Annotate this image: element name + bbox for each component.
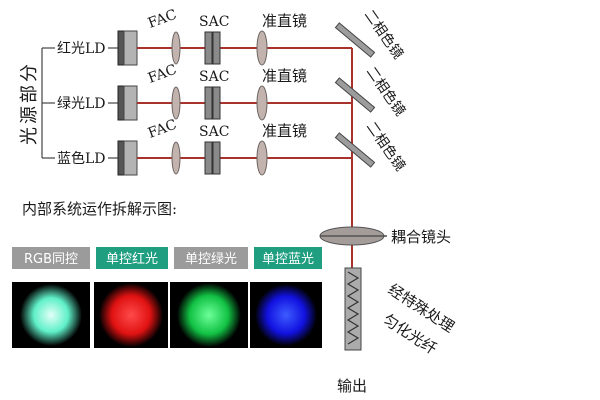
- source-section-label: 光源部分: [19, 61, 40, 145]
- output-photo-blue: [250, 282, 322, 348]
- svg-text:单控红光: 单控红光: [106, 251, 158, 267]
- laser-label: 绿光LD: [57, 96, 106, 112]
- laser-row-green: 绿光LD FAC SAC 准直镜 二相色镜: [42, 62, 409, 121]
- svg-text:单控绿光: 单控绿光: [185, 252, 237, 267]
- sac-label: SAC: [199, 124, 229, 140]
- output-photo-red: [94, 282, 168, 348]
- output-photo-rgb: [12, 282, 90, 348]
- mode-chip-blue: 单控蓝光: [254, 247, 322, 269]
- mode-chip-rgb: RGB同控: [12, 247, 90, 269]
- svg-text:单控蓝光: 单控蓝光: [262, 252, 314, 267]
- collimator-label: 准直镜: [262, 67, 307, 85]
- coupling-lens-label: 耦合镜头: [391, 228, 451, 246]
- laser-label: 蓝色LD: [57, 150, 106, 167]
- fac-lens: [171, 141, 181, 175]
- fac-lens: [171, 86, 181, 120]
- sac-lens: [204, 31, 221, 65]
- fac-label: FAC: [146, 7, 179, 32]
- laser-label: 红光LD: [57, 41, 106, 57]
- fac-label: FAC: [146, 62, 179, 87]
- collimator-lens: [256, 30, 268, 66]
- mode-chip-green: 单控绿光: [174, 247, 248, 269]
- dichroic-mirror: [334, 22, 376, 58]
- fac-label: FAC: [146, 117, 179, 142]
- laser-diode-icon: [117, 30, 138, 66]
- sac-label: SAC: [199, 69, 229, 85]
- homogenizing-fiber-icon: [344, 267, 362, 351]
- mode-chip-red: 单控红光: [96, 247, 168, 269]
- output-photo-green: [170, 282, 248, 348]
- dichroic-mirror: [334, 132, 376, 168]
- laser-diode-icon: [117, 140, 138, 176]
- output-label: 输出: [337, 377, 367, 395]
- fac-lens: [171, 31, 181, 65]
- dichroic-mirror: [334, 77, 376, 113]
- laser-row-blue: 蓝色LD FAC SAC 准直镜 二相色镜: [42, 117, 409, 176]
- collimator-lens: [256, 85, 268, 121]
- sac-lens: [204, 141, 221, 175]
- svg-text:RGB同控: RGB同控: [24, 252, 78, 267]
- sac-lens: [204, 86, 221, 120]
- collimator-lens: [256, 140, 268, 176]
- sac-label: SAC: [199, 14, 229, 30]
- laser-diode-icon: [117, 85, 138, 121]
- breakdown-title: 内部系统运作拆解示图:: [22, 200, 177, 218]
- collimator-label: 准直镜: [262, 122, 307, 140]
- collimator-label: 准直镜: [262, 12, 307, 30]
